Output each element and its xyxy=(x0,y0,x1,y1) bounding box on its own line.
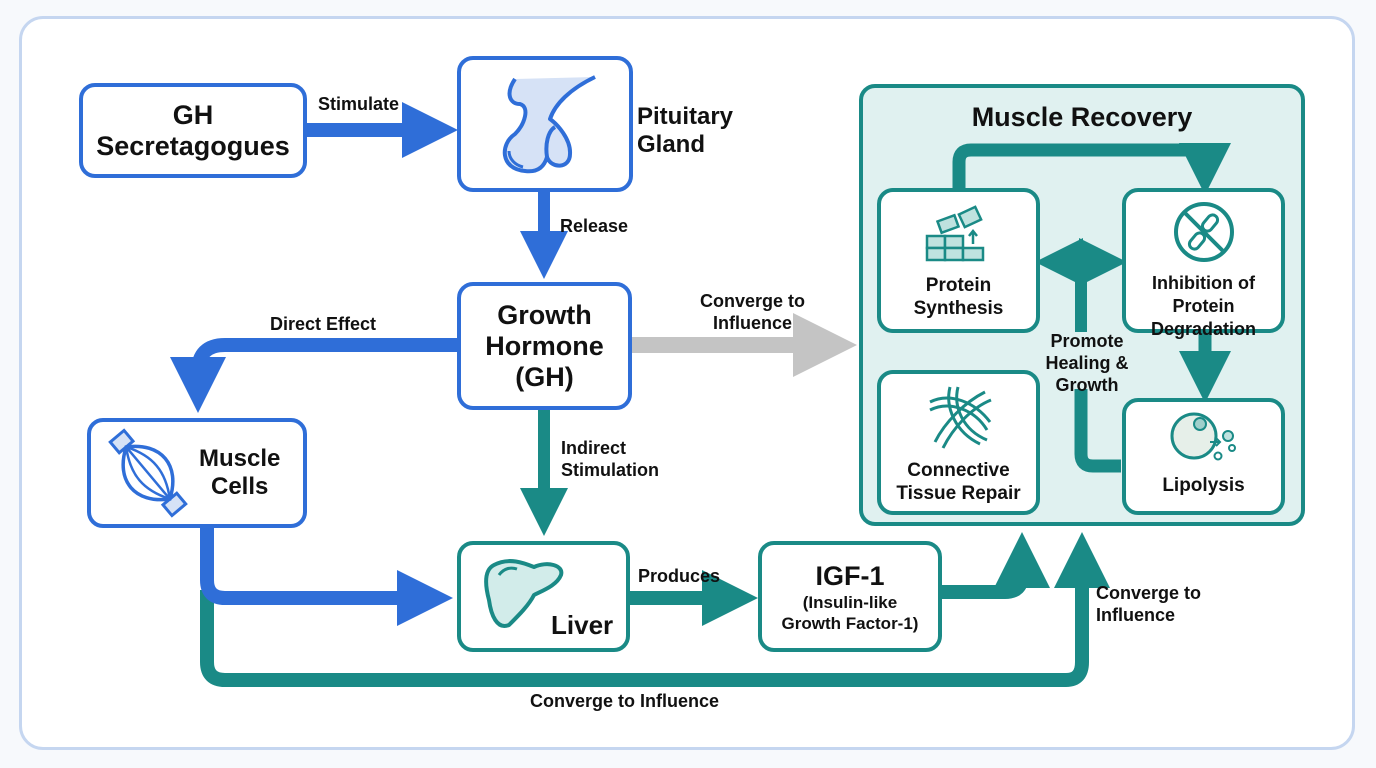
node-line: Hormone xyxy=(485,330,604,361)
label-line: Growth xyxy=(1055,375,1119,395)
igf1-line: Growth Factor-1) xyxy=(781,613,919,633)
item-line: Protein Degradation xyxy=(1150,296,1256,339)
label-line: Pituitary xyxy=(637,103,734,130)
label-line: Indirect xyxy=(561,438,627,458)
label-line: Promote xyxy=(1050,331,1124,351)
muscle-fiber-icon xyxy=(108,428,188,518)
node-gh-secretagogues[interactable]: GH Secretagogues xyxy=(79,83,307,178)
item-line: Synthesis xyxy=(913,298,1004,319)
node-line: Cells xyxy=(211,473,269,500)
no-breakdown-icon xyxy=(1174,202,1234,262)
node-growth-hormone[interactable]: Growth Hormone (GH) xyxy=(457,282,632,410)
item-line: Connective xyxy=(907,460,1010,481)
promote-healing-label: Promote Healing & Growth xyxy=(1027,330,1147,396)
node-pituitary-gland[interactable] xyxy=(457,56,633,192)
node-line: (GH) xyxy=(515,361,574,392)
label-line: Stimulation xyxy=(561,460,659,480)
label-line: Converge to xyxy=(1096,583,1202,603)
label-line: Influence xyxy=(713,313,793,333)
fat-cell-icon xyxy=(1170,412,1236,461)
edge-label-release: Release xyxy=(560,216,629,236)
muscle-recovery-panel: Muscle Recovery Protein Synthesis xyxy=(859,84,1305,526)
liver-icon xyxy=(484,559,564,628)
edge-label-indirect: Indirect Stimulation xyxy=(561,437,659,481)
pituitary-label: Pituitary Gland xyxy=(637,103,733,159)
item-line: Protein xyxy=(925,275,992,296)
arrow-converge-bottom xyxy=(200,532,1110,687)
fiber-weave-icon xyxy=(929,386,992,449)
recovery-item-protein-synthesis[interactable]: Protein Synthesis xyxy=(877,188,1040,333)
item-line: Tissue Repair xyxy=(896,483,1021,504)
arrow-muscle-to-liver xyxy=(200,528,453,626)
label-line: Converge to xyxy=(700,291,806,311)
recovery-item-inhibition-degradation[interactable]: Inhibition of Protein Degradation xyxy=(1122,188,1285,339)
node-igf1[interactable]: IGF-1 (Insulin-like Growth Factor-1) xyxy=(758,541,942,652)
node-line: GH xyxy=(172,99,214,130)
edge-label-converge-top: Converge to Influence xyxy=(700,290,805,334)
edge-label-converge-right: Converge to Influence xyxy=(1096,582,1201,626)
panel-connectors xyxy=(952,143,1231,473)
label-line: Influence xyxy=(1096,605,1176,625)
recovery-item-connective-tissue[interactable]: Connective Tissue Repair xyxy=(877,370,1040,515)
recovery-item-lipolysis[interactable]: Lipolysis xyxy=(1122,398,1285,515)
item-line: Inhibition of xyxy=(1152,273,1255,293)
edge-label-direct-effect: Direct Effect xyxy=(270,314,377,334)
node-muscle-cells[interactable]: Muscle Cells xyxy=(87,418,307,528)
label-line: Healing & xyxy=(1045,353,1129,373)
label-line: Gland xyxy=(637,131,706,158)
node-line: Secretagogues xyxy=(96,130,290,161)
node-line: Muscle xyxy=(199,445,281,472)
node-liver[interactable]: Liver xyxy=(457,541,630,652)
edge-label-converge-bottom: Converge to Influence xyxy=(530,691,720,711)
item-line: Lipolysis xyxy=(1162,475,1245,496)
node-line: Growth xyxy=(497,299,592,330)
igf1-line: (Insulin-like xyxy=(802,592,898,612)
arrow-igf1-to-recovery xyxy=(942,532,1050,599)
panel-title: Muscle Recovery xyxy=(971,102,1193,132)
pituitary-gland-icon xyxy=(502,75,596,174)
liver-label: Liver xyxy=(551,610,614,640)
igf1-title: IGF-1 xyxy=(815,560,885,591)
protein-blocks-icon xyxy=(925,205,985,262)
edge-label-produces: Produces xyxy=(638,566,721,586)
edge-label-stimulate: Stimulate xyxy=(318,94,400,114)
arrow-direct-effect xyxy=(170,338,458,413)
